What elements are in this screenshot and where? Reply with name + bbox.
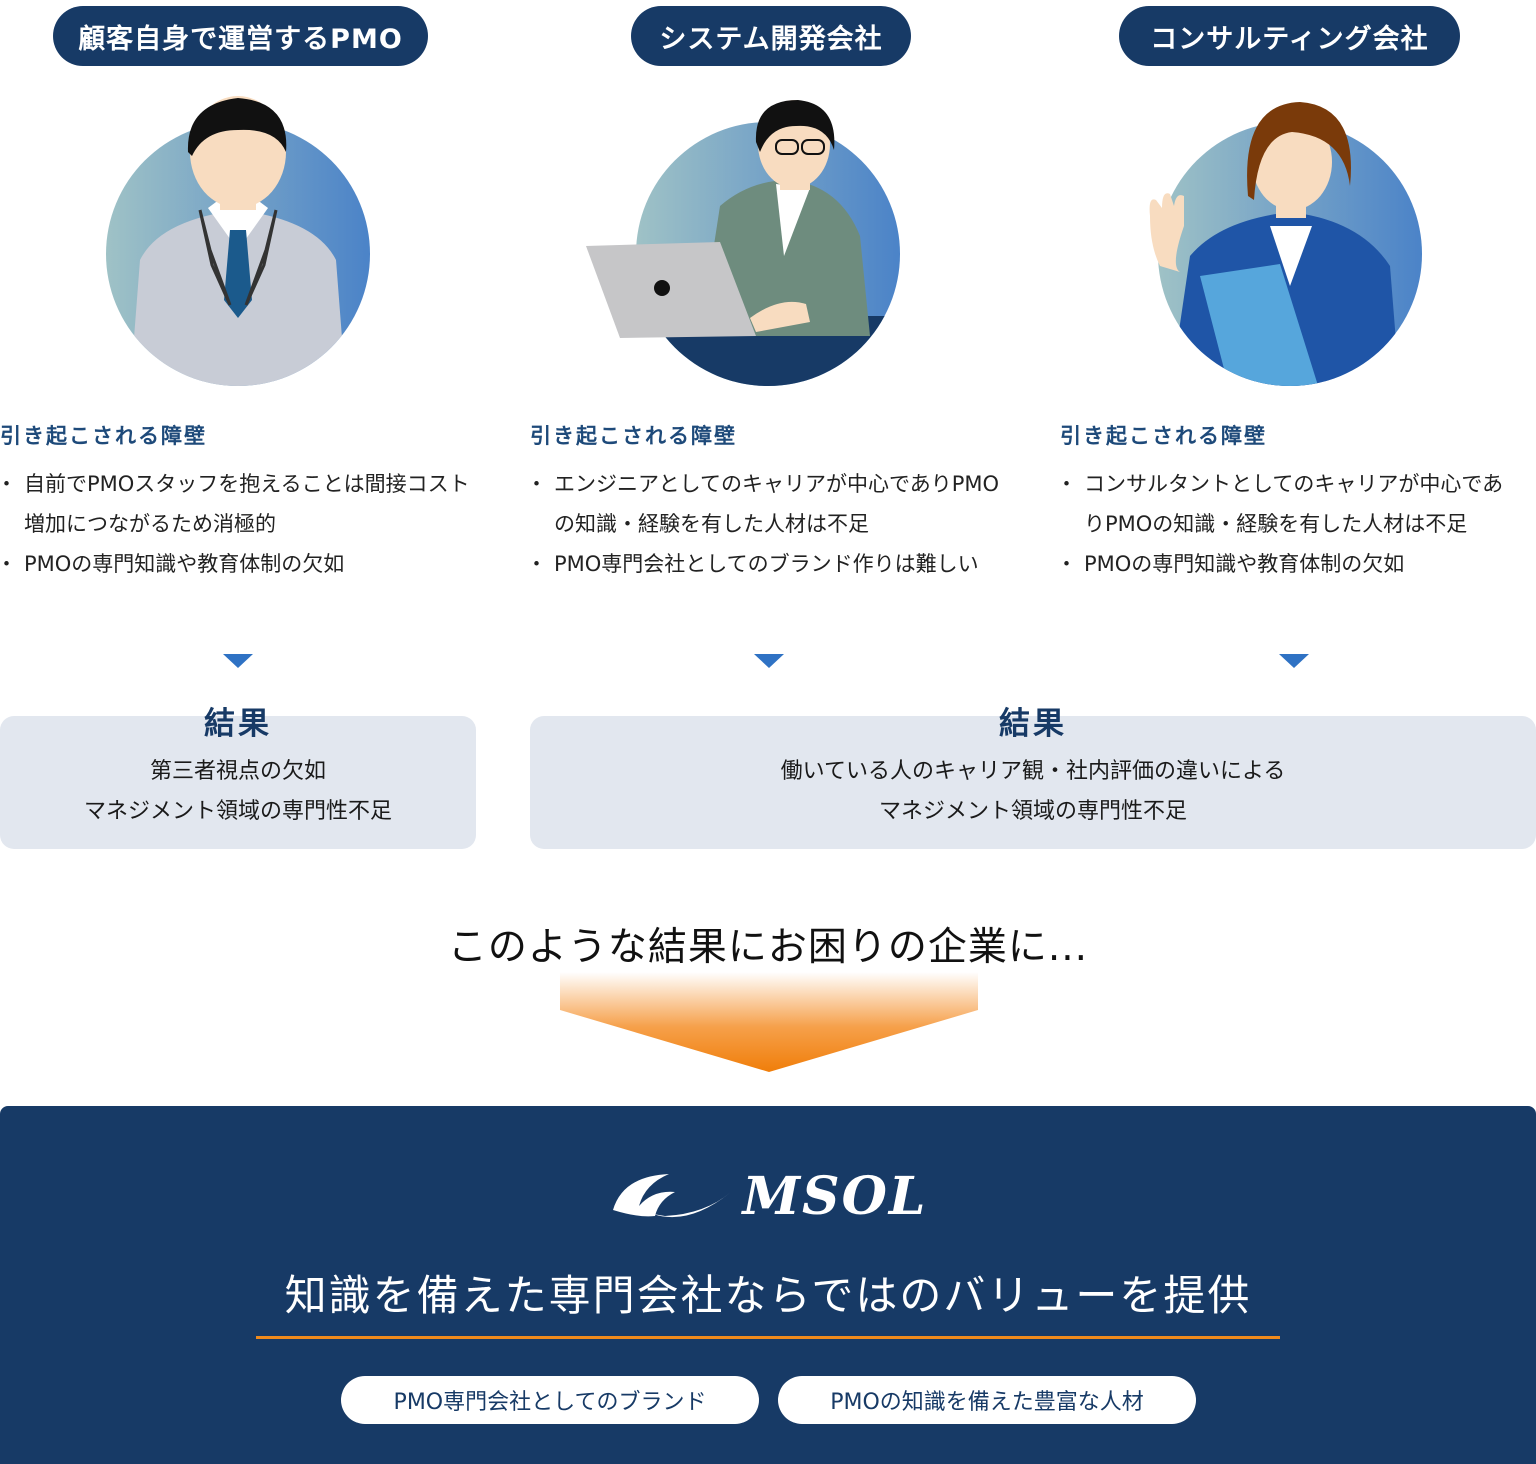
list-item: コンサルタントとしてのキャリアが中心でありPMOの知識・経験を有した人材は不足 [1056,464,1516,544]
list-item: PMO専門会社としてのブランド作りは難しい [526,544,1008,584]
result-line: 働いている人のキャリア観・社内評価の違いによる [780,759,1286,784]
column-label-consulting: コンサルティング会社 [1119,6,1460,66]
value-headline: 知識を備えた専門会社ならではのバリューを提供 [284,1271,1252,1320]
result-box-2 [530,716,1536,849]
engineer-illustration [586,100,900,386]
down-arrow-icon [754,654,784,668]
consultant-illustration [1149,102,1422,386]
value-tag-brand: PMO専門会社としてのブランド [341,1376,759,1424]
hurdle-list-3: コンサルタントとしてのキャリアが中心でありPMOの知識・経験を有した人材は不足 … [1056,464,1516,584]
result-heading-2: 結果 [999,706,1067,742]
column-label-system-dev: システム開発会社 [631,6,911,66]
value-tag-talent: PMOの知識を備えた豊富な人材 [778,1376,1196,1424]
result-heading-1: 結果 [204,706,272,742]
list-item: PMOの専門知識や教育体制の欠如 [1056,544,1516,584]
hurdle-list-2: エンジニアとしてのキャリアが中心でありPMOの知識・経験を有した人材は不足 PM… [526,464,1008,584]
result-line: 第三者視点の欠如 [149,759,326,784]
wave-logo-icon [612,1174,731,1218]
list-item: エンジニアとしてのキャリアが中心でありPMOの知識・経験を有した人材は不足 [526,464,1008,544]
down-arrow-icon [1279,654,1309,668]
logo-text: MSOL [742,1165,928,1227]
column-label-client-pmo: 顧客自身で運営するPMO [53,6,428,66]
hurdle-list-1: 自前でPMOスタッフを抱えることは間接コスト増加につながるため消極的 PMOの専… [0,464,480,584]
result-line: マネジメント領域の専門性不足 [83,799,392,824]
result-box-1 [0,716,476,849]
hurdle-title-3: 引き起こされる障壁 [1060,424,1267,448]
businessman-illustration [106,96,370,386]
value-panel [0,1106,1536,1464]
orange-down-arrow-icon [560,972,978,1072]
divider [256,1336,1280,1339]
msol-logo: MSOL [0,1165,1536,1227]
result-text-1: 第三者視点の欠如 マネジメント領域の専門性不足 [0,752,476,832]
hurdle-title-1: 引き起こされる障壁 [0,424,207,448]
lead-text: このような結果にお困りの企業に... [447,925,1089,970]
result-text-2: 働いている人のキャリア観・社内評価の違いによる マネジメント領域の専門性不足 [530,752,1536,832]
result-line: マネジメント領域の専門性不足 [878,799,1187,824]
down-arrow-icon [223,654,253,668]
list-item: PMOの専門知識や教育体制の欠如 [0,544,480,584]
hurdle-title-2: 引き起こされる障壁 [530,424,737,448]
list-item: 自前でPMOスタッフを抱えることは間接コスト増加につながるため消極的 [0,464,480,544]
